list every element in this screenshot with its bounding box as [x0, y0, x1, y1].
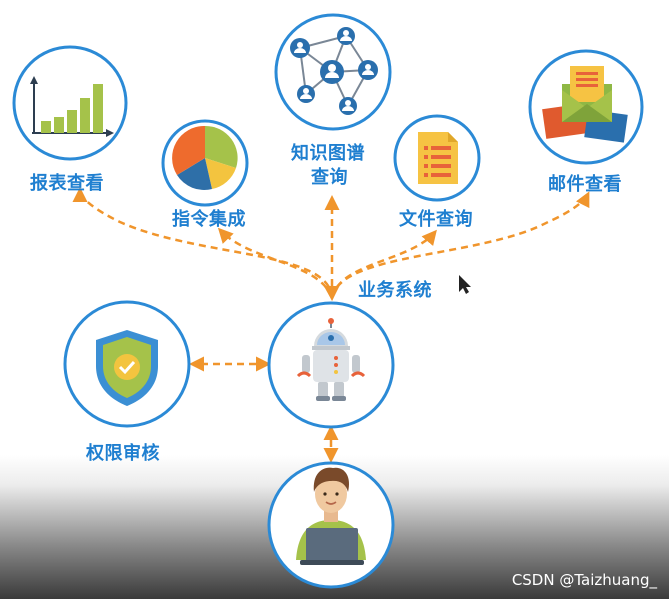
- connector-report: [72, 187, 339, 301]
- connector-mail: [330, 191, 590, 299]
- shield-check-icon: [96, 330, 158, 406]
- mail-label: 邮件查看: [548, 174, 622, 195]
- pie-chart-icon: [172, 125, 238, 190]
- knowledge-node[interactable]: [274, 13, 392, 131]
- knowledge-label-line2: 查询: [311, 167, 348, 188]
- command-label: 指令集成: [172, 209, 246, 230]
- network-graph-icon: [290, 27, 378, 115]
- knowledge-label-line1: 知识图谱: [291, 143, 365, 164]
- user-node[interactable]: [267, 461, 395, 589]
- file-label: 文件查询: [399, 209, 473, 230]
- command-node[interactable]: [161, 119, 249, 207]
- document-icon: [418, 132, 458, 184]
- report-label: 报表查看: [30, 173, 104, 194]
- robot-icon: [296, 318, 366, 401]
- permission-label: 权限审核: [86, 443, 160, 464]
- bar-chart-icon: [30, 76, 114, 137]
- mouse-cursor-icon: [459, 275, 471, 294]
- user-laptop-icon: [296, 467, 366, 565]
- envelopes-icon: [542, 66, 628, 143]
- connectors: [72, 187, 590, 463]
- watermark: CSDN @Taizhuang_: [511, 571, 657, 589]
- file-node[interactable]: [393, 114, 481, 202]
- connector-command: [217, 227, 334, 299]
- business-node[interactable]: [267, 301, 395, 429]
- business-label: 业务系统: [358, 280, 432, 301]
- mail-node[interactable]: [528, 49, 644, 165]
- report-node[interactable]: [12, 45, 128, 161]
- permission-node[interactable]: [63, 300, 191, 428]
